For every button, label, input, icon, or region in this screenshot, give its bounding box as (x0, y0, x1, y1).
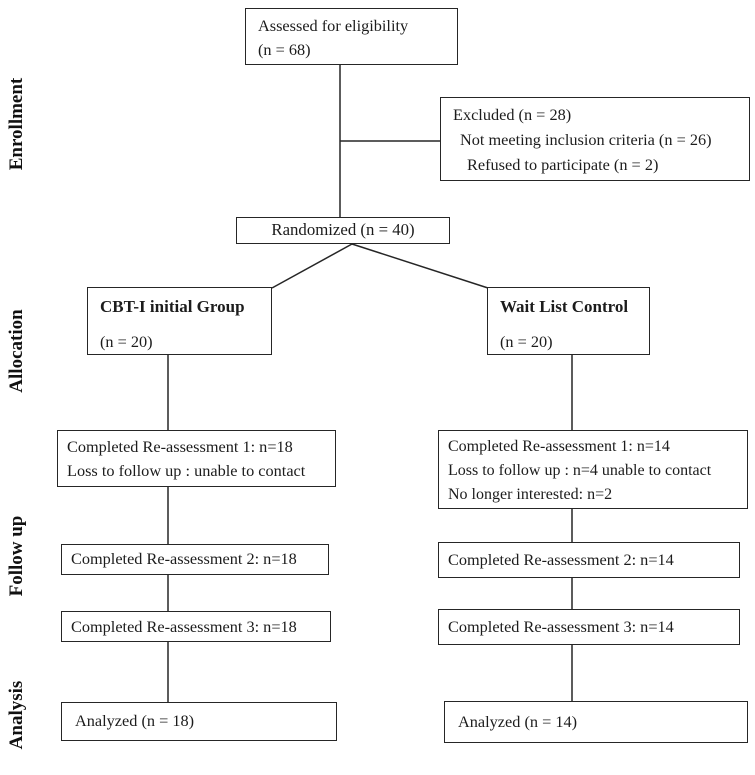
wait-list-title: Wait List Control (500, 297, 629, 316)
cbti-reassessment1-box: Completed Re-assessment 1: n=18 Loss to … (57, 430, 336, 487)
cbti-reassessment2-box: Completed Re-assessment 2: n=18 (61, 544, 329, 575)
waitlist-reassessment1-box: Completed Re-assessment 1: n=14 Loss to … (438, 430, 748, 509)
assessed-text: Assessed for eligibility (258, 16, 409, 35)
cbti-analyzed-text: Analyzed (n = 18) (75, 711, 195, 730)
connector-randomized-to-cbti (271, 243, 353, 289)
randomized-box: Randomized (n = 40) (236, 217, 450, 244)
excluded-total: Excluded (n = 28) (453, 105, 572, 124)
connector-randomized-to-waitlist (351, 243, 489, 289)
cbti-reassessment3-text: Completed Re-assessment 3: n=18 (71, 617, 297, 636)
waitlist-reassessment1-interested: No longer interested: n=2 (448, 486, 613, 503)
cbti-analyzed-box: Analyzed (n = 18) (61, 702, 337, 741)
section-label-follow-up: Follow up (6, 515, 27, 597)
waitlist-analyzed-box: Analyzed (n = 14) (444, 701, 748, 743)
waitlist-reassessment1-completed: Completed Re-assessment 1: n=14 (448, 438, 670, 455)
cbti-reassessment1-loss: Loss to follow up : unable to contact (67, 461, 306, 480)
section-label-allocation: Allocation (6, 309, 27, 393)
waitlist-reassessment3-box: Completed Re-assessment 3: n=14 (438, 609, 740, 645)
section-label-enrollment: Enrollment (6, 77, 27, 171)
cbti-group-box: CBT-I initial Group (n = 20) (87, 287, 272, 355)
excluded-reason-refused: Refused to participate (n = 2) (467, 155, 659, 174)
assessed-for-eligibility-box: Assessed for eligibility (n = 68) (245, 8, 458, 65)
waitlist-reassessment3-text: Completed Re-assessment 3: n=14 (448, 617, 674, 636)
cbti-group-title: CBT-I initial Group (100, 297, 245, 316)
excluded-box: Excluded (n = 28) Not meeting inclusion … (440, 97, 750, 181)
cbti-group-n-value: (n = 20) (100, 332, 153, 351)
section-label-analysis: Analysis (6, 680, 27, 750)
wait-list-control-box: Wait List Control (n = 20) (487, 287, 650, 355)
cbti-reassessment2-text: Completed Re-assessment 2: n=18 (71, 549, 297, 568)
randomized-text: Randomized (n = 40) (271, 220, 415, 239)
excluded-reason-inclusion: Not meeting inclusion criteria (n = 26) (460, 130, 712, 149)
cbti-reassessment1-completed: Completed Re-assessment 1: n=18 (67, 437, 293, 456)
waitlist-analyzed-text: Analyzed (n = 14) (458, 712, 578, 731)
wait-list-n-value: (n = 20) (500, 332, 553, 351)
waitlist-reassessment1-loss: Loss to follow up : n=4 unable to contac… (448, 462, 712, 479)
assessed-n-value: (n = 68) (258, 40, 311, 59)
waitlist-reassessment2-box: Completed Re-assessment 2: n=14 (438, 542, 740, 578)
waitlist-reassessment2-text: Completed Re-assessment 2: n=14 (448, 550, 674, 569)
cbti-reassessment3-box: Completed Re-assessment 3: n=18 (61, 611, 331, 642)
